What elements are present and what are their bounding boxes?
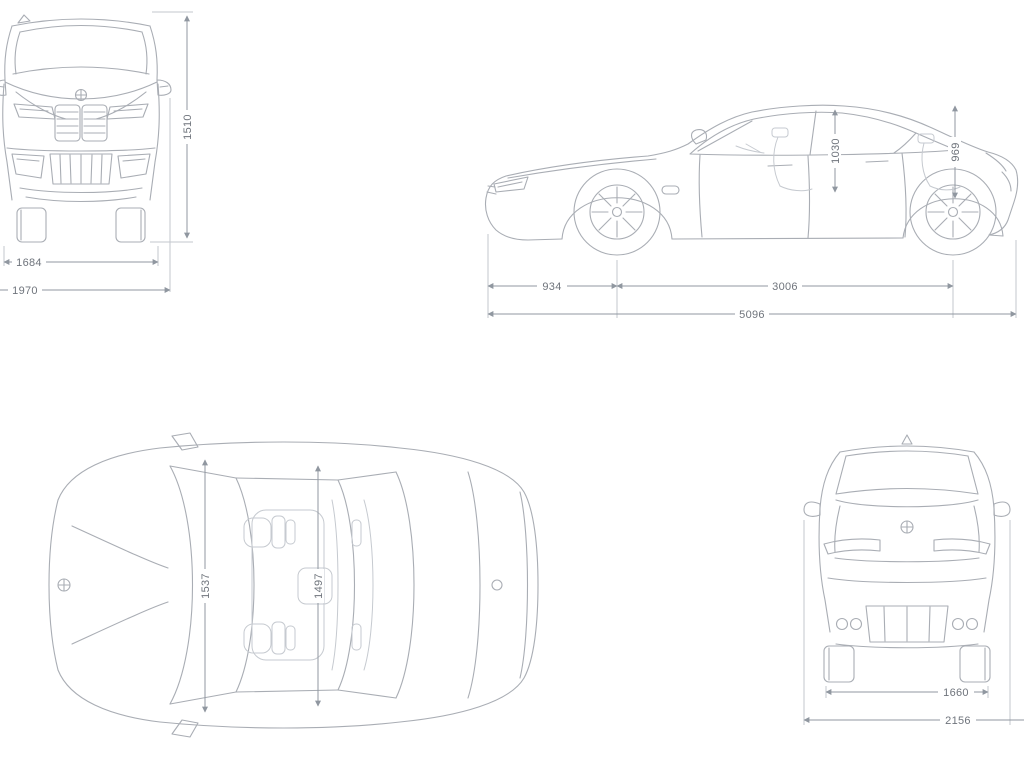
rear-right-tire (959, 645, 991, 683)
front-track-value: 1684 (16, 257, 42, 269)
rear-track-value: 1660 (943, 687, 969, 699)
rear-left-headrest (351, 519, 362, 547)
door-handles (767, 160, 889, 167)
front-wheel-spokes (591, 186, 643, 238)
steering-wheel (745, 143, 761, 153)
front-height-value: 1510 (182, 114, 194, 140)
front-wheel (573, 168, 661, 256)
windshield-top (235, 477, 255, 693)
top-view-svg: 1537 1497 (48, 432, 539, 738)
tail-light (1001, 171, 1012, 192)
exhaust-tip (951, 617, 965, 631)
front-car-outline (0, 14, 172, 243)
kidney-grille-left (54, 104, 81, 142)
trunk-crease (467, 471, 481, 699)
rear-view: 1660 2156 (790, 430, 1024, 730)
exhaust-tip (965, 617, 979, 631)
length-label: 5096 (735, 307, 769, 321)
diffuser (865, 605, 949, 643)
front-track-label: 1684 (12, 255, 46, 269)
right-taillight (933, 538, 991, 555)
spoiler-edge (519, 491, 529, 679)
side-headlight (493, 176, 529, 193)
rear-track-label: 1660 (938, 685, 974, 699)
top-width-front-label: 1537 (198, 569, 212, 603)
side-dimensions: 1030 969 934 3006 (487, 105, 1017, 321)
length-value: 5096 (739, 309, 765, 321)
right-mirror-rear (993, 501, 1011, 517)
wheelbase-label: 3006 (768, 279, 802, 293)
rear-wheel-spokes (927, 186, 979, 238)
exhaust-tip (849, 617, 863, 631)
left-mirror-rear (803, 501, 821, 517)
front-seat-headrest (771, 127, 789, 138)
top-width-rear-label: 1497 (311, 569, 325, 603)
front-view: 1510 1684 1970 (0, 0, 210, 300)
rear-view-svg: 1660 2156 (803, 434, 1024, 727)
rear-width-value: 2156 (945, 715, 971, 727)
front-left-seat-cushion (243, 517, 272, 548)
antenna-fin-icon (901, 434, 913, 445)
overhang-front-label: 934 (537, 279, 567, 293)
rear-bench-front (331, 499, 339, 671)
front-right-seat-cushion (243, 623, 272, 654)
rear-seat-headrest (917, 133, 935, 144)
rear-window-top (337, 479, 355, 691)
side-mirror (690, 129, 708, 145)
rear-right-headrest (351, 623, 362, 651)
rear-car-outline (803, 434, 1011, 683)
rear-wheel (909, 168, 997, 256)
rear-width-label: 2156 (940, 713, 976, 727)
headroom-rear-value: 969 (950, 142, 962, 161)
top-car-outline (48, 432, 539, 738)
right-mirror (156, 79, 172, 96)
front-height-label: 1510 (180, 110, 194, 144)
side-view-svg: 1030 969 934 3006 (484, 104, 1019, 321)
front-width-value: 1970 (12, 285, 38, 297)
trunk-roundel-icon (491, 579, 503, 591)
top-width-rear-value: 1497 (313, 573, 325, 599)
left-mirror (0, 79, 7, 96)
front-dimensions: 1510 1684 1970 (0, 11, 194, 297)
front-left-tire (16, 207, 47, 243)
front-view-svg: 1510 1684 1970 (0, 11, 194, 297)
wheelbase-value: 3006 (772, 281, 798, 293)
rear-left-tire (823, 645, 855, 683)
exhaust-tip (835, 617, 849, 631)
overhang-front-value: 934 (542, 281, 561, 293)
top-width-front-value: 1537 (200, 573, 212, 599)
rear-window-base (395, 471, 415, 699)
rear-bench-back (363, 499, 374, 671)
side-glasshouse (689, 111, 957, 156)
fender-gill (661, 185, 680, 195)
rear-dimensions: 1660 2156 (803, 520, 1024, 727)
top-dimensions: 1537 1497 (198, 459, 325, 713)
top-view: 1537 1497 (0, 430, 560, 740)
top-interior (243, 499, 374, 671)
side-view: 1030 969 934 3006 (450, 40, 1024, 330)
front-right-tire (115, 207, 146, 243)
left-headlight (13, 103, 56, 120)
right-headlight (106, 103, 149, 120)
headroom-front-value: 1030 (830, 138, 842, 164)
right-mirror-top (171, 719, 199, 738)
front-width-label: 1970 (8, 283, 42, 297)
rear-wheel-arch (902, 198, 1004, 239)
left-mirror-top (171, 432, 199, 451)
b-pillar (809, 110, 817, 156)
kidney-grille-right (81, 104, 108, 142)
windshield-base (169, 465, 194, 705)
side-car-outline (484, 104, 1019, 256)
headroom-front-label: 1030 (828, 134, 842, 168)
left-taillight (823, 538, 881, 555)
headroom-rear-label: 969 (948, 137, 962, 167)
antenna-fin-icon (17, 14, 31, 24)
